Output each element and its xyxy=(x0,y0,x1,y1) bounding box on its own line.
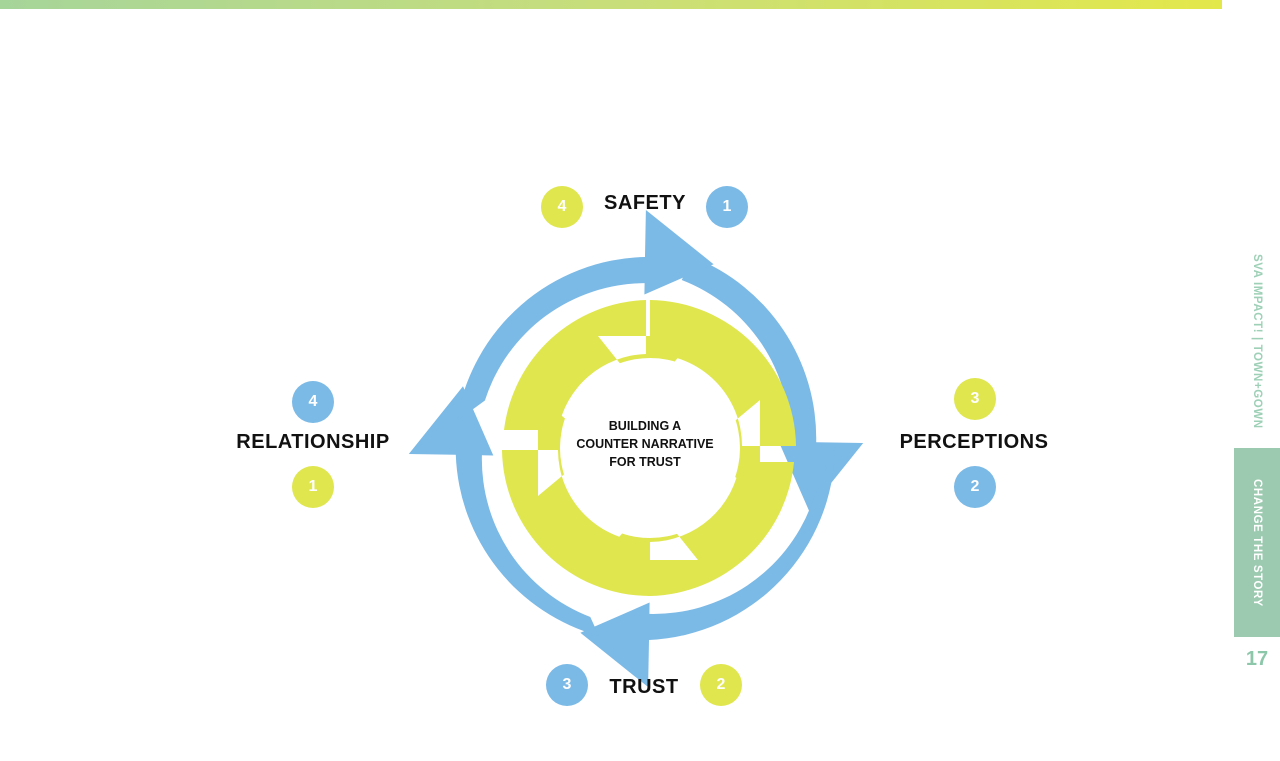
center-line-3: FOR TRUST xyxy=(609,455,681,469)
outer-arrow-safety-to-perceptions xyxy=(681,257,864,511)
safety-badge-left: 4 xyxy=(541,186,583,228)
page-number: 17 xyxy=(1245,648,1269,670)
outer-arrow-perceptions-to-trust xyxy=(580,447,835,687)
center-title: BUILDING A COUNTER NARRATIVE FOR TRUST xyxy=(560,417,730,471)
trust-label: TRUST xyxy=(609,676,679,698)
inner-arrow-4 xyxy=(504,300,696,430)
safety-label: SAFETY xyxy=(604,192,686,214)
sidebar-section-tab[interactable]: SVA IMPACT! | TOWN+GOWN xyxy=(1234,236,1280,446)
outer-ring-blue xyxy=(408,210,864,687)
sidebar-active-tab-label: CHANGE THE STORY xyxy=(1251,478,1263,607)
center-line-1: BUILDING A xyxy=(608,419,682,433)
center-circle xyxy=(560,358,740,538)
center-line-2: COUNTER NARRATIVE xyxy=(576,437,714,451)
inner-ring-yellow xyxy=(502,300,796,596)
outer-arrow-relationship-to-safety xyxy=(456,210,714,421)
outer-arrow-trust-to-relationship xyxy=(408,386,599,636)
relationship-badge-bottom: 1 xyxy=(292,466,334,508)
perceptions-badge-bottom: 2 xyxy=(954,466,996,508)
trust-badge-left: 3 xyxy=(546,664,588,706)
perceptions-label: PERCEPTIONS xyxy=(899,431,1049,453)
top-accent-bar xyxy=(0,0,1222,9)
inner-arrow-2 xyxy=(600,462,794,596)
inner-arrow-3 xyxy=(502,396,650,596)
sidebar-tab-change-the-story[interactable]: CHANGE THE STORY xyxy=(1234,448,1280,637)
sidebar-section-label: SVA IMPACT! | TOWN+GOWN xyxy=(1251,253,1263,429)
trust-badge-right: 2 xyxy=(700,664,742,706)
relationship-label: RELATIONSHIP xyxy=(236,431,390,453)
perceptions-badge-top: 3 xyxy=(954,378,996,420)
safety-badge-right: 1 xyxy=(706,186,748,228)
inner-arrow-1 xyxy=(650,300,796,496)
relationship-badge-top: 4 xyxy=(292,381,334,423)
